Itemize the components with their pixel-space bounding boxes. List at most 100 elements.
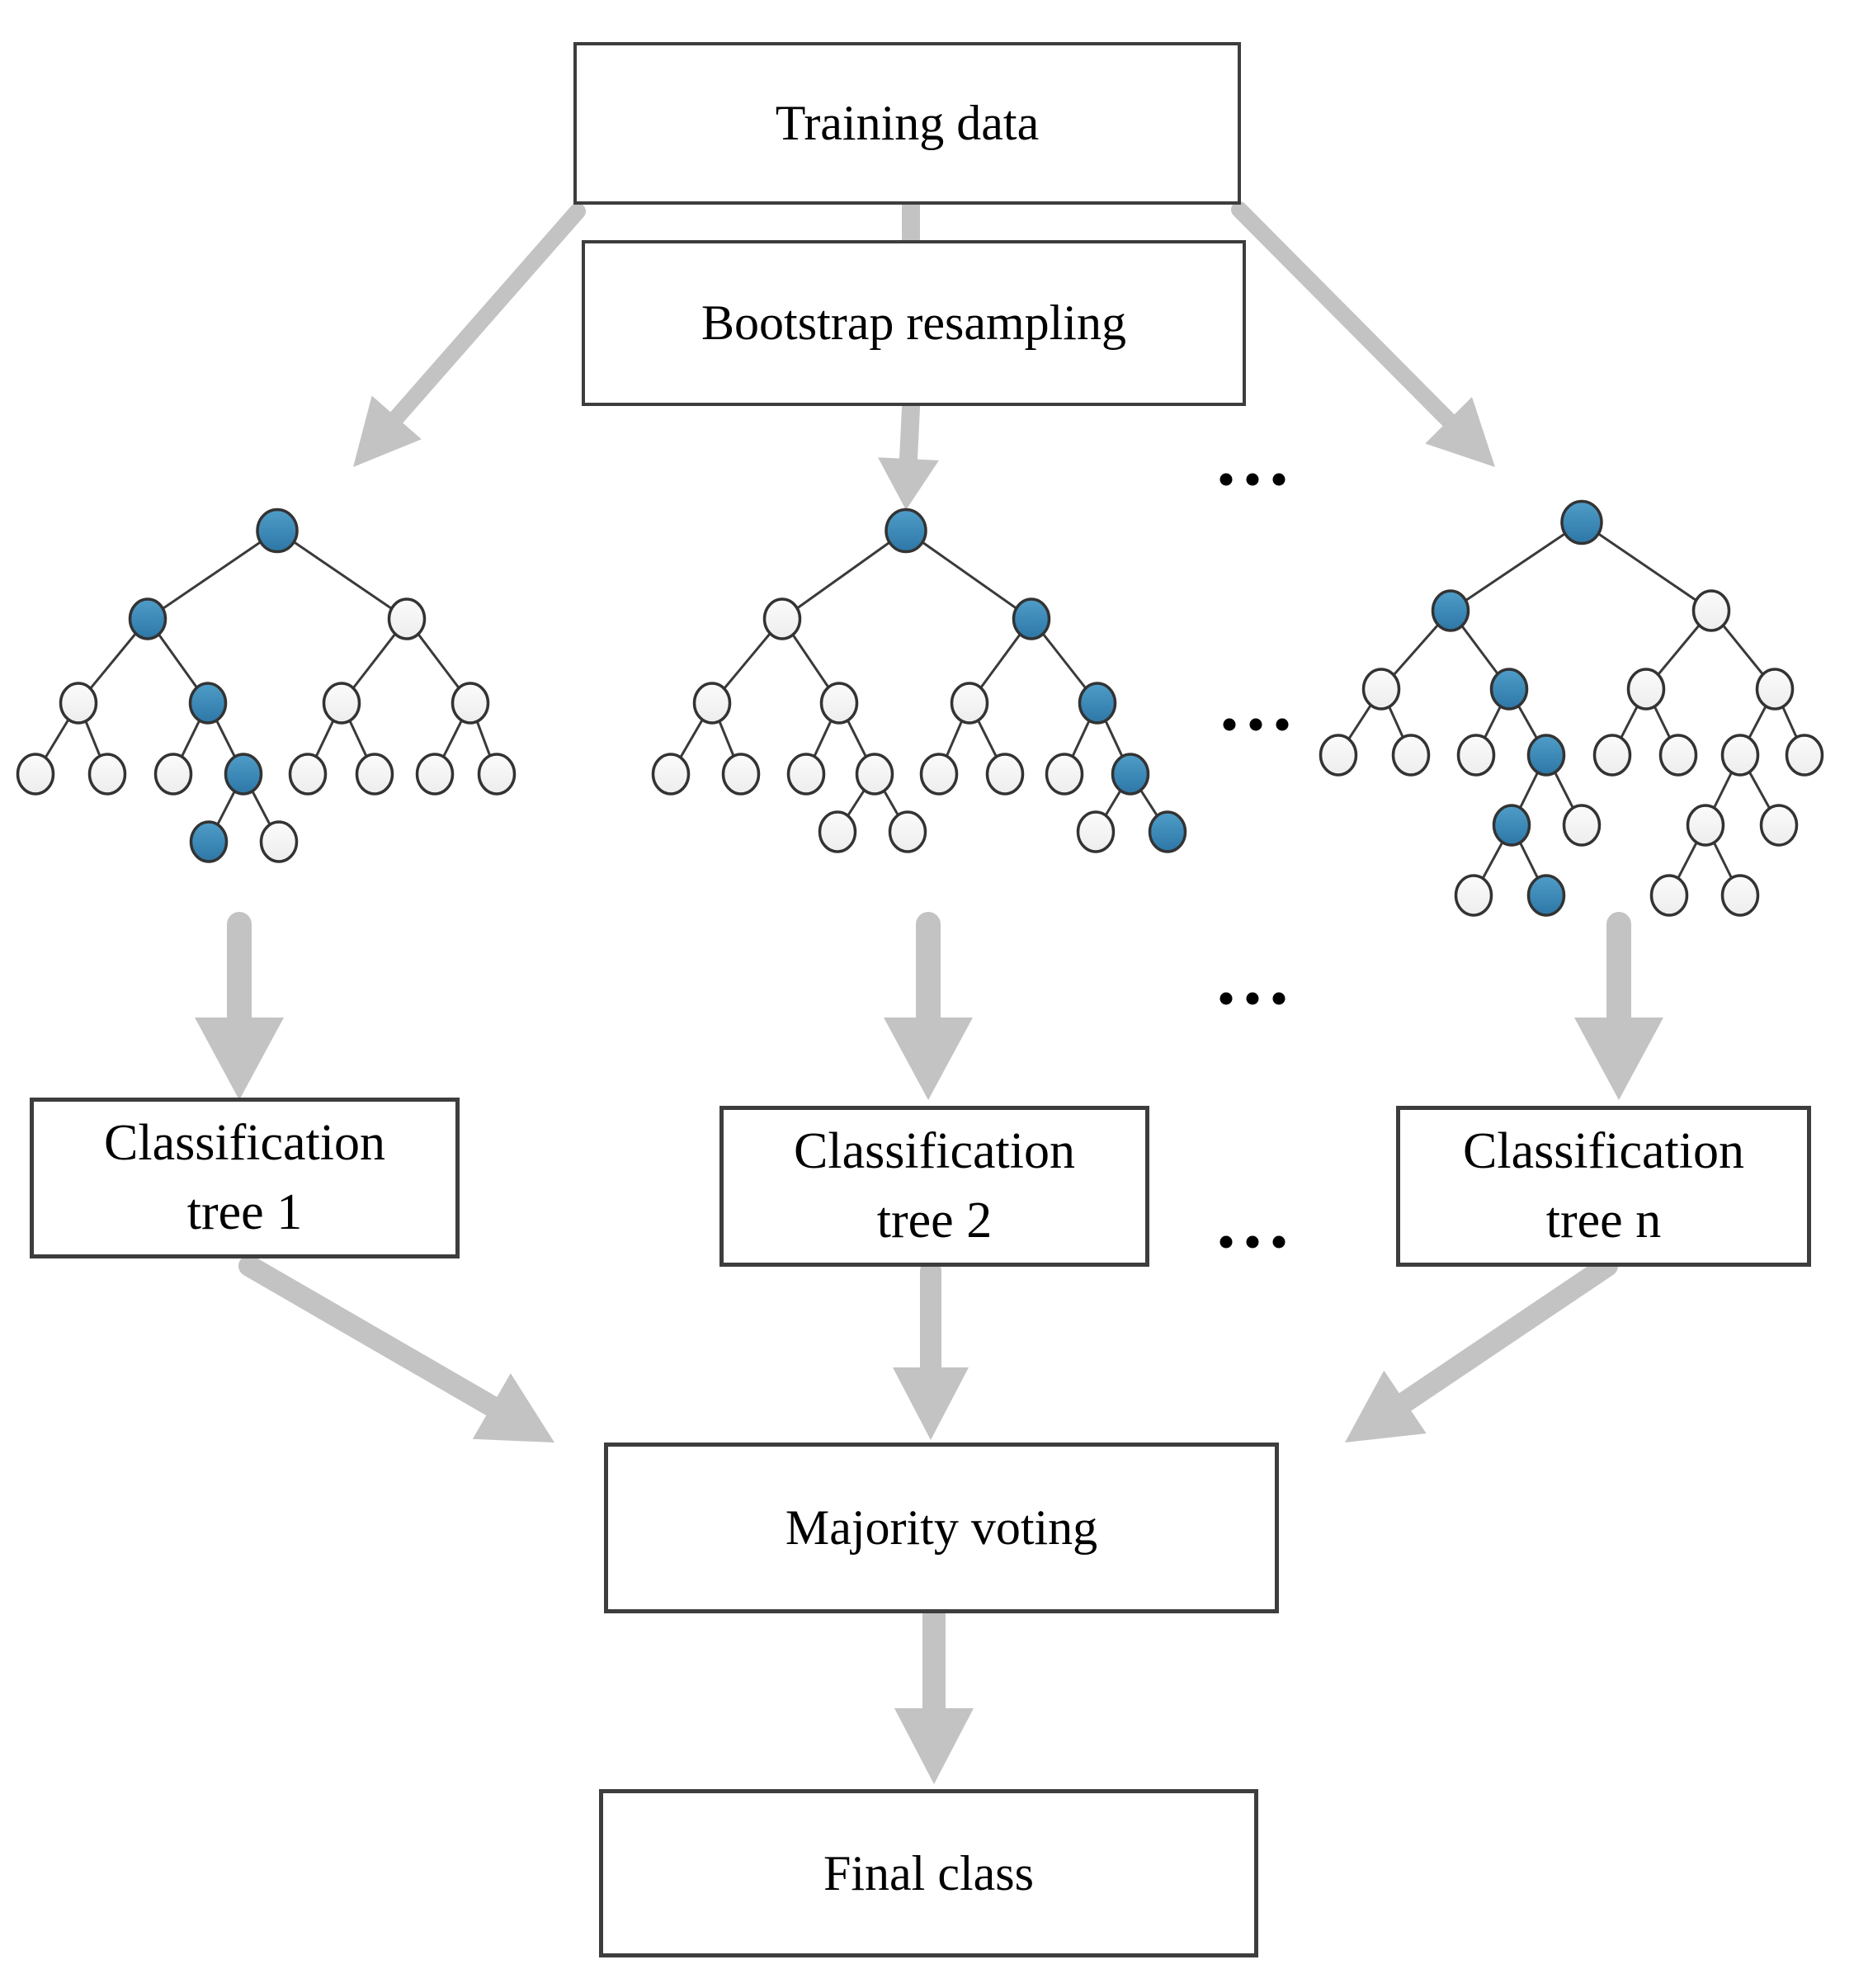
- ellipsis-dot: [1219, 1235, 1233, 1249]
- classification-tree-2-box: Classification tree 2: [719, 1106, 1149, 1267]
- tree-n-node-selected: [1560, 499, 1603, 545]
- classification-tree-2-label-line1: Classification: [794, 1122, 1075, 1179]
- arrow-ct3-to-majority-head: [1345, 1370, 1427, 1443]
- tree-n-node: [1592, 734, 1632, 777]
- tree-n-node-selected: [1489, 668, 1529, 711]
- tree-1-node: [87, 753, 127, 796]
- tree-n-node: [1456, 734, 1496, 777]
- tree-2-node: [1045, 753, 1084, 796]
- tree-n-node: [1686, 804, 1725, 847]
- ellipsis-dot: [1272, 992, 1286, 1005]
- classification-tree-n-box: Classification tree n: [1396, 1106, 1811, 1267]
- tree-n-node: [1755, 668, 1795, 711]
- arrow-training-to-tree-1-head: [353, 395, 422, 467]
- arrow-tree-2-to-ct2-head: [884, 1018, 973, 1100]
- tree-1-edge: [276, 529, 408, 621]
- tree-1-node: [59, 682, 98, 725]
- ellipsis-dot: [1246, 1235, 1259, 1249]
- tree-2-node-selected: [1148, 810, 1187, 853]
- tree-n-node: [1391, 734, 1431, 777]
- classification-tree-n-label-line2: tree n: [1545, 1192, 1662, 1249]
- ellipsis-dots-layer: [1219, 473, 1289, 1249]
- arrow-ct1-to-majority-head: [472, 1373, 554, 1443]
- tree-2-node: [818, 810, 857, 853]
- classification-tree-1-box: Classification tree 1: [30, 1098, 460, 1258]
- tree-2-node: [786, 753, 826, 796]
- bootstrap-resampling-label: Bootstrap resampling: [701, 295, 1126, 350]
- tree-n-node: [1759, 804, 1799, 847]
- tree-1-node: [322, 682, 361, 725]
- tree-2-node: [919, 753, 959, 796]
- tree-n-node: [1785, 734, 1824, 777]
- tree-2-node: [819, 682, 859, 725]
- ellipsis-dot: [1246, 473, 1259, 486]
- tree-2-node: [888, 810, 927, 853]
- tree-1-node-selected: [256, 508, 299, 554]
- tree-n-node: [1626, 668, 1666, 711]
- tree-1-node-selected: [189, 820, 229, 863]
- ellipsis-dot: [1219, 473, 1233, 486]
- arrow-training-to-tree-n-head: [1425, 397, 1495, 467]
- tree-n-node: [1720, 734, 1760, 777]
- tree-2-node: [985, 753, 1025, 796]
- tree-1-node: [153, 753, 193, 796]
- tree-n-node: [1562, 804, 1602, 847]
- arrow-tree-n-to-ct3-head: [1574, 1018, 1663, 1100]
- tree-1-node-selected: [128, 597, 167, 640]
- arrow-ct2-to-majority-head: [893, 1367, 969, 1440]
- arrow-ct3-to-majority-shaft: [1394, 1255, 1618, 1413]
- tree-n-node: [1691, 589, 1731, 632]
- bootstrap-resampling-box: Bootstrap resampling: [582, 240, 1246, 406]
- arrow-bootstrap-to-tree-2-head: [878, 457, 939, 510]
- tree-2-edge: [781, 529, 907, 621]
- arrow-ct1-to-majority-shaft: [238, 1255, 502, 1417]
- tree-n-node: [1720, 874, 1760, 917]
- classification-tree-1-label-line2: tree 1: [186, 1183, 303, 1240]
- classification-tree-2-label-line2: tree 2: [876, 1192, 993, 1249]
- tree-2-node: [1076, 810, 1116, 853]
- arrow-training-to-tree-1-shaft: [388, 203, 586, 426]
- training-data-label: Training data: [775, 96, 1040, 150]
- training-data-box: Training data: [573, 42, 1241, 205]
- tree-1-node: [288, 753, 328, 796]
- tree-n-node-selected: [1526, 874, 1566, 917]
- tree-1-edge: [147, 529, 278, 621]
- ellipsis-dot: [1249, 718, 1262, 731]
- tree-1-node-selected: [188, 682, 228, 725]
- ellipsis-dot: [1276, 718, 1289, 731]
- tree-2-node-selected: [1078, 682, 1117, 725]
- classification-tree-1-label-line1: Classification: [104, 1114, 385, 1171]
- arrow-training-to-tree-n-shaft: [1231, 201, 1457, 429]
- tree-n-node: [1319, 734, 1358, 777]
- final-class-box: Final class: [599, 1789, 1258, 1957]
- majority-voting-label: Majority voting: [785, 1500, 1098, 1555]
- tree-2-edge: [905, 529, 1032, 621]
- tree-nodes-layer: [16, 499, 1824, 917]
- tree-2-node: [692, 682, 732, 725]
- flow-arrows-layer: [195, 196, 1663, 1784]
- tree-n-edge: [1450, 521, 1583, 612]
- tree-2-node: [762, 597, 802, 640]
- majority-voting-box: Majority voting: [604, 1443, 1279, 1613]
- ellipsis-dot: [1223, 718, 1236, 731]
- arrow-bootstrap-to-tree-2-shaft: [899, 399, 920, 469]
- tree-1-node: [451, 682, 490, 725]
- arrow-tree-1-to-ct1-head: [195, 1018, 284, 1100]
- tree-n-node: [1361, 668, 1401, 711]
- tree-n-node: [1658, 734, 1698, 777]
- ellipsis-dot: [1272, 473, 1286, 486]
- tree-n-node: [1454, 874, 1493, 917]
- ellipsis-dot: [1246, 992, 1259, 1005]
- classification-tree-n-label-line1: Classification: [1463, 1122, 1744, 1179]
- ellipsis-dot: [1272, 1235, 1286, 1249]
- final-class-label: Final class: [823, 1845, 1034, 1901]
- tree-n-node: [1649, 874, 1689, 917]
- tree-1-node: [259, 820, 299, 863]
- tree-2-node: [651, 753, 691, 796]
- tree-2-node: [950, 682, 989, 725]
- tree-1-node-selected: [224, 753, 263, 796]
- tree-n-node-selected: [1431, 589, 1470, 632]
- tree-2-node: [721, 753, 761, 796]
